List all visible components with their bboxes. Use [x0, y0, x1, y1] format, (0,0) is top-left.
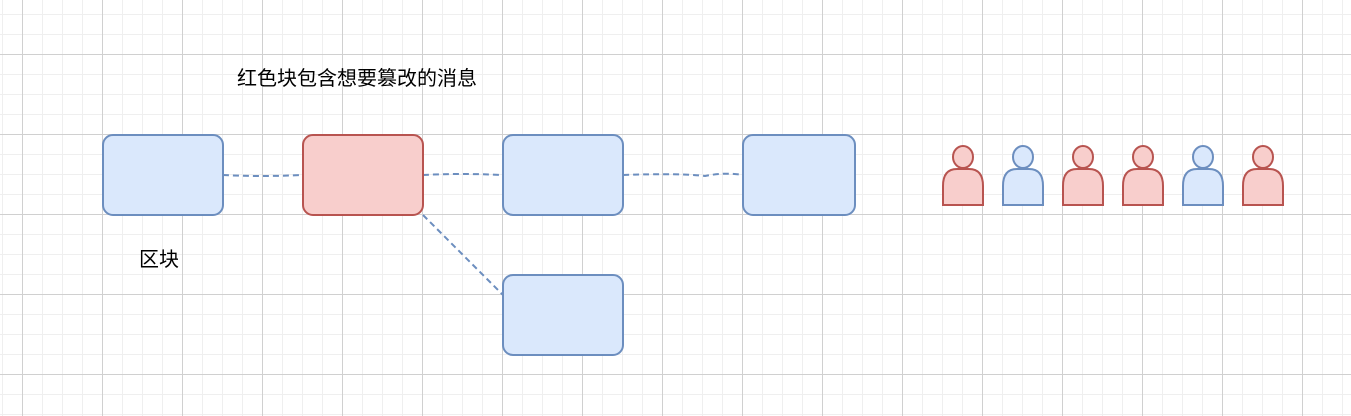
title-annotation: 红色块包含想要篡改的消息 [237, 66, 477, 90]
honest-node-user-icon[interactable] [1002, 145, 1044, 206]
edge-block3-block4[interactable] [622, 172, 744, 178]
malicious-node-user-icon[interactable] [1242, 145, 1284, 206]
block-label: 区块 [139, 247, 179, 271]
block-3[interactable] [502, 134, 624, 216]
edge-block2-block5[interactable] [422, 214, 504, 296]
edge-block2-block3[interactable] [422, 173, 504, 176]
malicious-node-user-icon[interactable] [1122, 145, 1164, 206]
block-4[interactable] [742, 134, 856, 216]
malicious-node-user-icon[interactable] [1062, 145, 1104, 206]
edge-block1-block2[interactable] [222, 174, 304, 177]
block-1[interactable] [102, 134, 224, 216]
tampered-block-2[interactable] [302, 134, 424, 216]
malicious-node-user-icon[interactable] [942, 145, 984, 206]
honest-node-user-icon[interactable] [1182, 145, 1224, 206]
block-5[interactable] [502, 274, 624, 356]
